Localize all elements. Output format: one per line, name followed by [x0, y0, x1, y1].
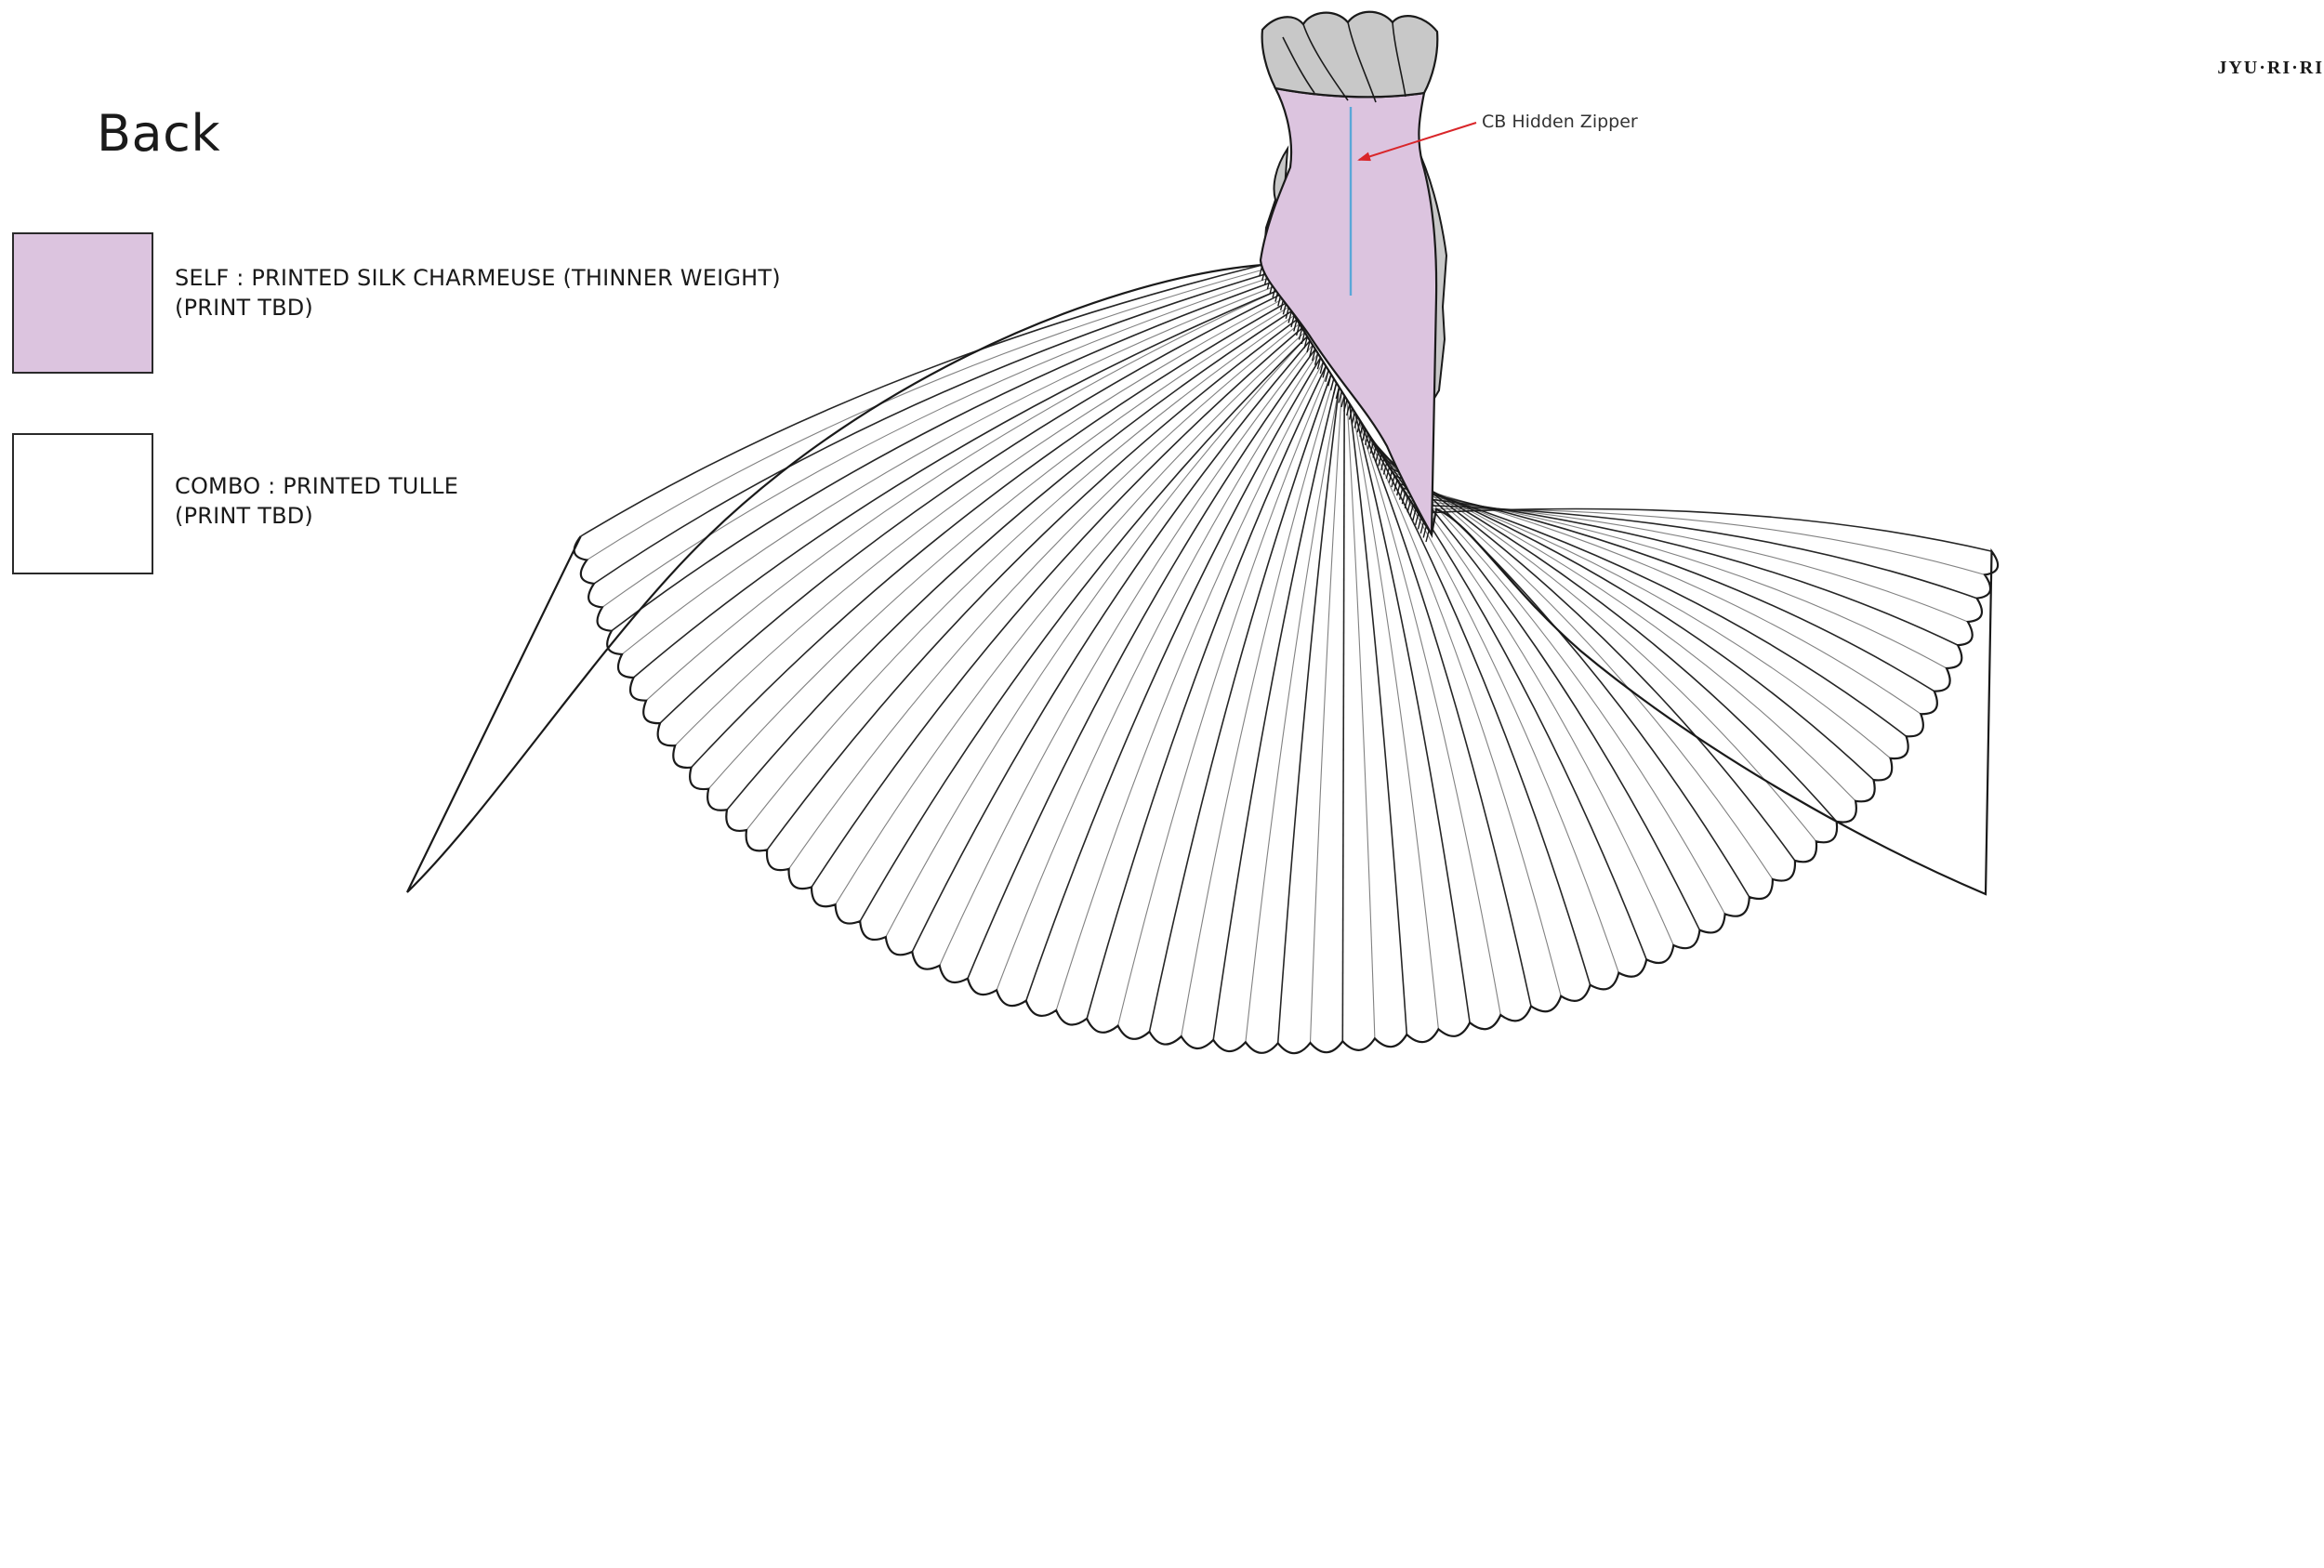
pleat-line	[621, 285, 1276, 655]
pleat-line	[788, 323, 1301, 870]
pleat-line	[1346, 399, 1376, 1039]
swatch-combo-fabric	[12, 433, 153, 574]
pleat-line	[1396, 479, 1891, 759]
pleat-line	[645, 289, 1279, 702]
pleat-line	[1025, 357, 1322, 1001]
pleat-line	[593, 272, 1268, 585]
brand-logo: JYU·RI·RI	[2217, 58, 2324, 78]
zipper-callout-label: CB Hidden Zipper	[1482, 112, 1638, 132]
pleat-line	[766, 319, 1298, 850]
pleat-line	[996, 352, 1319, 991]
pleat-line	[939, 344, 1314, 967]
pleat-line	[1181, 378, 1335, 1037]
legend-combo-line2: (PRINT TBD)	[175, 503, 314, 529]
pleat-line	[1117, 370, 1329, 1026]
pleat-line	[1353, 412, 1471, 1023]
pleat-line	[1352, 408, 1439, 1030]
pleat-line	[1367, 433, 1619, 973]
pleat-line	[580, 264, 1263, 537]
pleat-line	[1415, 508, 1986, 575]
pleat-line	[691, 302, 1287, 769]
view-title: Back	[97, 104, 221, 163]
pleat-line	[1359, 420, 1532, 1007]
pleat-line	[611, 281, 1274, 632]
zipper-callout-arrow	[1357, 122, 1477, 162]
pleat-line	[1276, 387, 1340, 1044]
legend-self-line2: (PRINT TBD)	[175, 295, 314, 321]
pleat-line	[835, 332, 1305, 905]
pleated-tulle-skirt	[406, 263, 2000, 1055]
pleat-line	[674, 297, 1285, 746]
pleat-line	[1309, 390, 1342, 1044]
pleat-line	[632, 289, 1279, 679]
scalloped-collar	[1261, 10, 1439, 103]
pleat-line	[726, 310, 1292, 810]
legend-combo: COMBO : PRINTED TULLE (PRINT TBD)	[175, 471, 458, 531]
legend-combo-line1: COMBO : PRINTED TULLE	[175, 473, 459, 499]
pleat-line	[587, 268, 1265, 560]
pleat-line	[911, 340, 1311, 953]
pleat-line	[1245, 387, 1340, 1043]
waist-gather-line	[1259, 264, 1430, 543]
pleat-line	[1148, 374, 1332, 1033]
pleat-line	[1212, 382, 1338, 1041]
pleat-line	[1362, 424, 1562, 996]
swatch-self-fabric	[12, 232, 153, 374]
bodice-self-fabric	[1259, 86, 1438, 539]
pleat-line	[1378, 449, 1750, 898]
pleat-line	[601, 277, 1271, 608]
pleat-line	[746, 314, 1295, 831]
pleat-line	[885, 336, 1308, 938]
legend-self: SELF : PRINTED SILK CHARMEUSE (THINNER W…	[175, 263, 781, 323]
pleat-line	[1086, 365, 1327, 1020]
pleat-line	[859, 336, 1308, 922]
pleat-line	[967, 349, 1316, 980]
pleat-line	[1349, 403, 1408, 1035]
pleat-line	[1055, 361, 1324, 1011]
pleat-line	[707, 306, 1289, 790]
pleat-line	[1356, 415, 1501, 1016]
pleat-line	[1418, 507, 1992, 552]
pleat-line	[1341, 395, 1345, 1042]
pleat-line	[811, 327, 1303, 888]
pleat-line	[659, 293, 1282, 724]
pleat-line	[1389, 466, 1838, 823]
legend-self-line1: SELF : PRINTED SILK CHARMEUSE (THINNER W…	[175, 265, 781, 291]
pleat-line	[1365, 428, 1591, 985]
